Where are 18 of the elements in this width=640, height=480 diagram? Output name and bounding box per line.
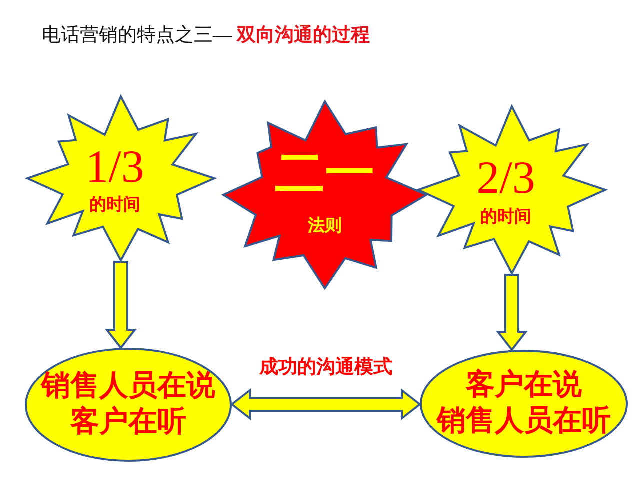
statement-text: 销售人员在听 (437, 406, 611, 438)
starburst-shape (26, 95, 216, 262)
headline-text: 二一 (275, 146, 375, 202)
starburst-shape (222, 100, 428, 290)
block-arrow (104, 261, 138, 350)
double-arrow (230, 388, 422, 421)
caption-text: 的时间 (480, 208, 532, 227)
title: 电话营销的特点之三— 双向沟通的过程 (42, 24, 370, 48)
statement-text: 客户在说 (466, 370, 582, 402)
edge-label: 成功的沟通模式 (258, 358, 394, 379)
statement-text: 销售人员在说 (42, 371, 216, 403)
statement-text: 客户在听 (70, 407, 186, 439)
starburst-shape (417, 105, 607, 275)
caption-text: 的时间 (90, 196, 140, 216)
fraction-text: 1/3 (86, 142, 144, 192)
block-arrow (496, 274, 528, 352)
fraction-text: 2/3 (476, 153, 536, 204)
caption-text: 法则 (308, 217, 342, 236)
